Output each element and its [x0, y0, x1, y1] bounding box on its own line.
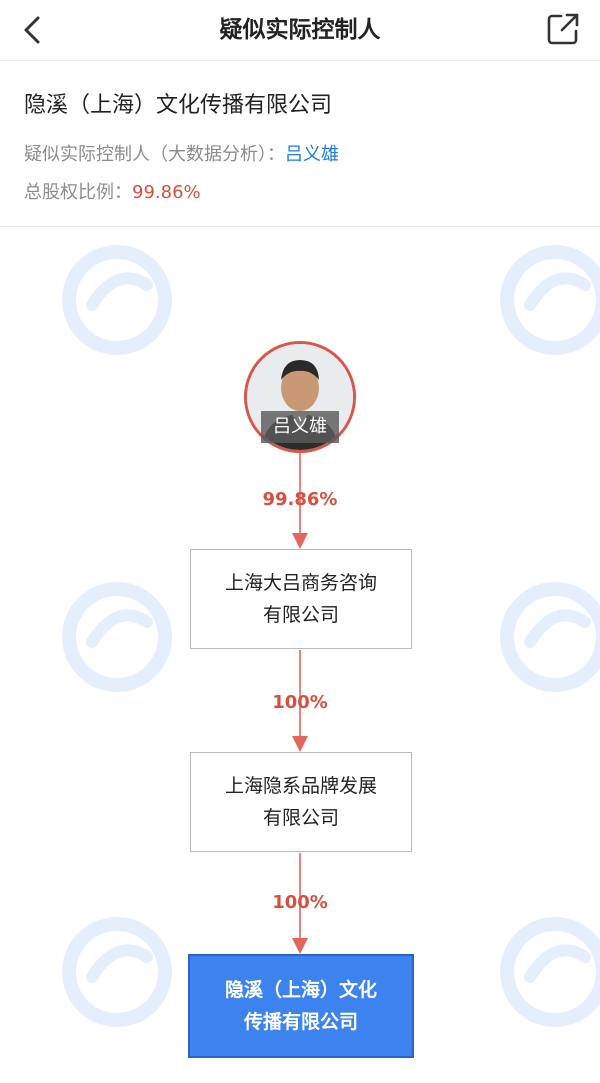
controller-name-link[interactable]: 吕义雄: [285, 144, 339, 165]
target-company-line: 传播有限公司: [243, 1011, 358, 1033]
ratio-row: 总股权比例：99.86%: [24, 178, 201, 204]
ratio-label: 总股权比例：: [24, 182, 132, 203]
watermark-logo-icon: [62, 582, 172, 692]
watermark-logo-icon: [62, 245, 172, 355]
share-icon: [547, 13, 579, 45]
ratio-value: 99.86%: [132, 182, 201, 203]
company-node[interactable]: 上海大吕商务咨询 有限公司: [190, 549, 412, 649]
share-percent-label: 100%: [272, 892, 328, 913]
share-button[interactable]: [544, 10, 582, 48]
person-name-label: 吕义雄: [261, 411, 339, 443]
nav-bar: 疑似实际控制人: [0, 0, 600, 61]
watermark-logo-icon: [500, 582, 600, 692]
company-node-line: 上海大吕商务咨询: [224, 572, 377, 594]
controller-label: 疑似实际控制人（大数据分析）：: [24, 144, 285, 165]
controller-row: 疑似实际控制人（大数据分析）：吕义雄: [24, 140, 339, 166]
chevron-left-icon: [24, 16, 40, 44]
company-node[interactable]: 上海隐系品牌发展 有限公司: [190, 752, 412, 852]
target-company-node[interactable]: 隐溪（上海）文化 传播有限公司: [188, 954, 414, 1058]
share-percent-label: 99.86%: [262, 489, 338, 510]
company-node-line: 上海隐系品牌发展: [224, 775, 377, 797]
controller-info-panel: 隐溪（上海）文化传播有限公司 疑似实际控制人（大数据分析）：吕义雄 总股权比例：…: [0, 61, 600, 227]
ownership-graph[interactable]: 吕义雄 99.86% 100% 100% 上海大吕商务咨询 有限公司 上海隐系品…: [0, 227, 600, 1083]
company-name: 隐溪（上海）文化传播有限公司: [24, 93, 333, 118]
back-button[interactable]: [14, 10, 54, 50]
company-node-line: 有限公司: [262, 807, 339, 829]
watermark-logo-icon: [500, 917, 600, 1027]
page-title: 疑似实际控制人: [219, 17, 381, 43]
connector-lines: [292, 453, 308, 954]
share-percent-label: 100%: [272, 692, 328, 713]
company-node-line: 有限公司: [262, 604, 339, 626]
target-company-line: 隐溪（上海）文化: [224, 979, 377, 1001]
watermark-logo-icon: [62, 917, 172, 1027]
watermark-logo-icon: [500, 245, 600, 355]
